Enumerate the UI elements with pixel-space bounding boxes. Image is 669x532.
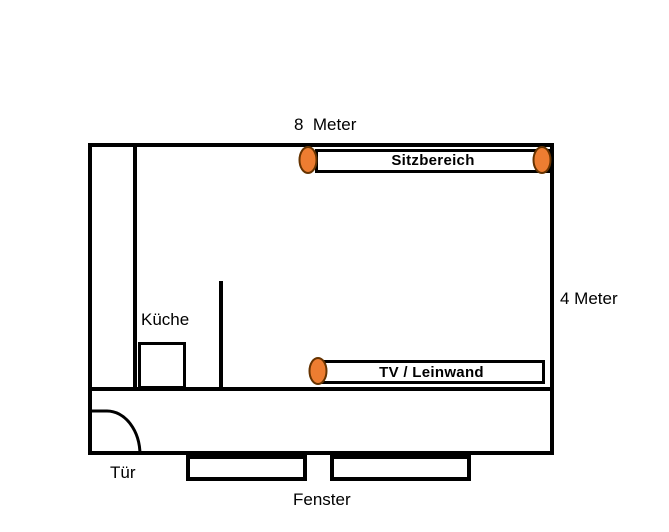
door-label: Tür (110, 463, 136, 482)
speaker-marker-tv-left-icon (308, 357, 328, 385)
height-dimension-label: 4 Meter (560, 289, 618, 308)
seating-area-label: Sitzbereich (391, 152, 475, 169)
kitchen-label: Küche (141, 310, 190, 329)
kitchen-block (138, 342, 186, 389)
speaker-marker-seating-left-icon (298, 146, 318, 174)
window-1 (186, 455, 307, 481)
speaker-marker-seating-right-icon (532, 146, 552, 174)
window-label: Fenster (293, 490, 351, 509)
room-outline (88, 143, 554, 455)
window-2 (330, 455, 471, 481)
width-dimension-label: 8 Meter (294, 115, 357, 134)
tv-screen-label: TV / Leinwand (379, 363, 484, 381)
door-arc (106, 409, 142, 456)
